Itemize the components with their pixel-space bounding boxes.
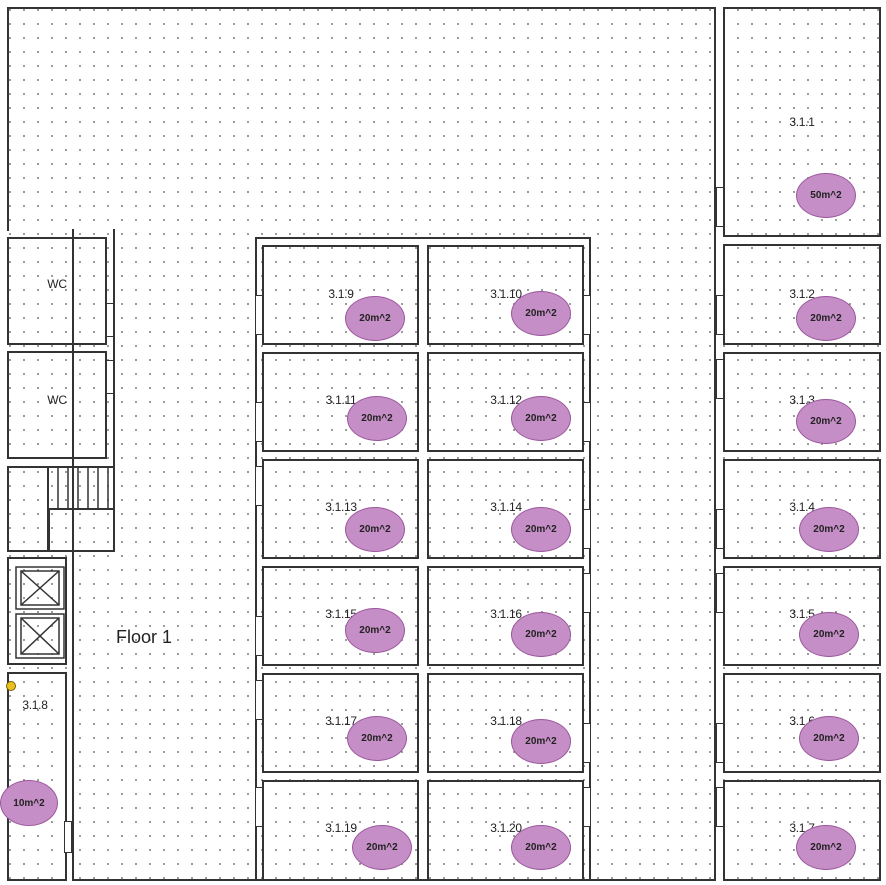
room-3-1-19[interactable] <box>262 780 419 881</box>
floor-title: Floor 1 <box>116 627 173 647</box>
wc-block-outline <box>7 229 115 551</box>
room-label: 3.1.9 <box>328 287 354 301</box>
door[interactable] <box>716 723 724 763</box>
room-3-1-15[interactable] <box>262 566 419 666</box>
area-badge: 20m^2 <box>347 396 407 441</box>
door[interactable] <box>64 821 72 853</box>
door[interactable] <box>106 360 114 394</box>
door[interactable] <box>716 187 724 227</box>
area-badge: 20m^2 <box>511 719 571 764</box>
wc-label: WC <box>47 393 67 407</box>
door[interactable] <box>255 787 263 827</box>
area-badge: 20m^2 <box>511 507 571 552</box>
room-3-1-1[interactable] <box>723 7 881 237</box>
area-badge: 20m^2 <box>511 612 571 657</box>
room-3-1-20[interactable] <box>427 780 584 881</box>
area-badge: 20m^2 <box>511 396 571 441</box>
room-3-1-5[interactable] <box>723 566 881 666</box>
door[interactable] <box>255 295 263 335</box>
door[interactable] <box>583 723 591 763</box>
room-label: 3.1.11 <box>325 393 357 407</box>
door[interactable] <box>583 787 591 827</box>
area-badge: 20m^2 <box>799 612 859 657</box>
room-label: 3.1.13 <box>325 500 357 514</box>
elevator-cross-icon[interactable] <box>15 613 65 659</box>
door[interactable] <box>583 573 591 613</box>
room-3-1-7[interactable] <box>723 780 881 881</box>
central-block <box>255 237 591 881</box>
area-badge: 20m^2 <box>796 825 856 870</box>
area-badge: 50m^2 <box>796 173 856 218</box>
area-badge: 20m^2 <box>511 291 571 336</box>
room-3-1-9[interactable] <box>262 245 419 345</box>
door[interactable] <box>583 509 591 549</box>
stair-landing <box>7 466 49 552</box>
room-label: 3.1.1 <box>789 115 815 129</box>
door[interactable] <box>255 402 263 442</box>
room-label: 3.1.20 <box>490 821 522 835</box>
room-label: 3.1.2 <box>789 287 815 301</box>
room-label: 3.1.18 <box>490 714 522 728</box>
room-3-1-6[interactable] <box>723 673 881 773</box>
door[interactable] <box>716 295 724 335</box>
elevator-cross-icon[interactable] <box>15 566 65 610</box>
room-3-1-3[interactable] <box>723 352 881 452</box>
area-badge: 10m^2 <box>0 780 58 826</box>
wc-room-1[interactable] <box>7 237 107 345</box>
room-label: 3.1.14 <box>490 500 522 514</box>
room-label: 3.1.19 <box>325 821 357 835</box>
area-badge: 20m^2 <box>345 507 405 552</box>
area-badge: 20m^2 <box>511 825 571 870</box>
room-3-1-11[interactable] <box>262 352 419 452</box>
area-badge: 20m^2 <box>352 825 412 870</box>
door[interactable] <box>255 680 263 720</box>
room-label: 3.1.12 <box>490 393 522 407</box>
room-label: 3.1.17 <box>325 714 357 728</box>
door[interactable] <box>583 402 591 442</box>
room-3-1-8[interactable] <box>7 672 67 881</box>
room-label: 3.1.16 <box>490 607 522 621</box>
door[interactable] <box>716 359 724 399</box>
room-3-1-17[interactable] <box>262 673 419 773</box>
area-badge: 20m^2 <box>796 399 856 444</box>
wc-room-2[interactable] <box>7 351 107 459</box>
door[interactable] <box>255 466 263 506</box>
door[interactable] <box>106 303 114 337</box>
stair-landing-lower <box>48 508 115 552</box>
area-badge: 20m^2 <box>799 716 859 761</box>
wc-label: WC <box>47 277 67 291</box>
top-hall-wall <box>7 7 716 231</box>
area-badge: 20m^2 <box>345 296 405 341</box>
area-badge: 20m^2 <box>796 296 856 341</box>
position-marker-icon[interactable] <box>6 681 16 691</box>
stairs-icon <box>57 466 109 508</box>
area-badge: 20m^2 <box>345 608 405 653</box>
room-label: 3.1.10 <box>490 287 522 301</box>
room-3-1-13[interactable] <box>262 459 419 559</box>
room-label: 3.1.4 <box>789 500 815 514</box>
door[interactable] <box>583 295 591 335</box>
door[interactable] <box>716 573 724 613</box>
room-3-1-2[interactable] <box>723 244 881 345</box>
area-badge: 20m^2 <box>799 507 859 552</box>
door[interactable] <box>716 787 724 827</box>
elevator-shaft <box>7 557 67 665</box>
door[interactable] <box>716 509 724 549</box>
room-3-1-4[interactable] <box>723 459 881 559</box>
room-label: 3.1.8 <box>22 698 48 712</box>
area-badge: 20m^2 <box>347 716 407 761</box>
room-3-1-16[interactable] <box>427 566 584 666</box>
door[interactable] <box>255 616 263 656</box>
